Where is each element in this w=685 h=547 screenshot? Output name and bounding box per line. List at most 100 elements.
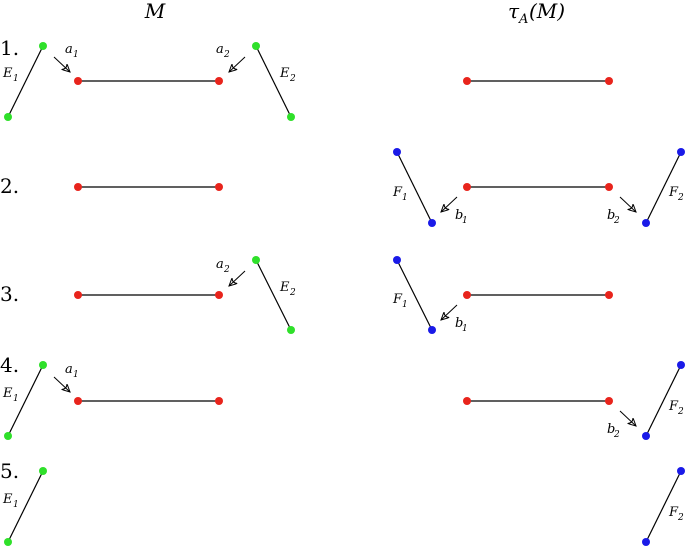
row-2-right: F 1 F 2 b 1 b 2 [392, 148, 685, 227]
row-3-left: E 2 a 2 [74, 256, 296, 334]
row-4-right: F 2 b 2 [463, 361, 685, 440]
label-F2: F 2 [668, 505, 684, 523]
vertex-red [605, 397, 613, 405]
label-b1: b 1 [455, 316, 468, 334]
svg-text:b: b [455, 208, 463, 223]
label-E1: E 1 [2, 492, 19, 510]
vertex-red [74, 77, 82, 85]
svg-text:1: 1 [73, 50, 79, 60]
vertex-red [463, 397, 471, 405]
vertex-green [4, 432, 12, 440]
svg-text:F: F [392, 292, 403, 307]
svg-text:1: 1 [402, 300, 408, 310]
edge-E1 [7, 45, 44, 118]
vertex-blue [642, 219, 650, 227]
label-E1: E 1 [2, 66, 19, 84]
svg-text:1: 1 [402, 193, 408, 203]
arrow-a2 [229, 270, 246, 286]
svg-text:1: 1 [462, 216, 468, 226]
arrow-a1 [53, 376, 70, 392]
vertex-green [39, 361, 47, 369]
svg-text:2: 2 [677, 407, 684, 417]
vertex-blue [677, 148, 685, 156]
heading-right-tau: τ [508, 0, 520, 23]
vertex-red [215, 291, 223, 299]
vertex-blue [677, 467, 685, 475]
arrow-a2 [229, 56, 246, 72]
svg-text:2: 2 [223, 50, 230, 60]
edge-E1 [7, 470, 44, 543]
label-E2: E 2 [279, 66, 296, 84]
svg-text:E: E [2, 492, 13, 507]
vertex-red [215, 397, 223, 405]
label-E1: E 1 [2, 386, 19, 404]
label-F1: F 1 [392, 185, 408, 203]
vertex-red [605, 183, 613, 191]
svg-text:E: E [2, 386, 13, 401]
svg-text:F: F [392, 185, 403, 200]
row-1-right [463, 77, 613, 85]
svg-text:E: E [279, 280, 290, 295]
label-E2: E 2 [279, 280, 296, 298]
row-5-left: E 1 [2, 467, 47, 546]
vertex-blue [642, 432, 650, 440]
row-2-left [74, 183, 223, 191]
svg-text:2: 2 [677, 193, 684, 203]
label-F2: F 2 [668, 185, 684, 203]
vertex-blue [677, 361, 685, 369]
vertex-red [605, 77, 613, 85]
label-a2: a 2 [216, 257, 230, 275]
edge-F2 [645, 364, 682, 437]
edge-F2 [645, 470, 682, 543]
svg-text:a: a [216, 42, 224, 57]
svg-text:1: 1 [462, 324, 468, 334]
vertex-red [463, 291, 471, 299]
vertex-red [463, 183, 471, 191]
vertex-blue [642, 538, 650, 546]
row-3-right: F 1 b 1 [392, 256, 613, 334]
row-1-left: E 1 E 2 a 1 a 2 [2, 42, 296, 121]
vertex-blue [428, 219, 436, 227]
label-a1: a 1 [65, 362, 79, 380]
label-b2: b 2 [607, 422, 620, 440]
edge-E1 [7, 364, 44, 437]
svg-text:1: 1 [13, 74, 19, 84]
edge-F2 [645, 151, 682, 224]
svg-text:1: 1 [13, 500, 19, 510]
edge-F1 [396, 259, 433, 331]
heading-right-sub: A [518, 12, 528, 27]
svg-text:2: 2 [613, 216, 620, 226]
vertex-red [74, 291, 82, 299]
arrow-b2 [619, 196, 636, 212]
label-F1: F 1 [392, 292, 408, 310]
row-4-left: E 1 a 1 [2, 361, 223, 440]
svg-text:a: a [65, 362, 73, 377]
heading-right-rest: (M) [529, 0, 565, 23]
row-number-2: 2. [0, 174, 19, 198]
vertex-red [605, 291, 613, 299]
heading-right: τ A (M) [508, 0, 565, 27]
svg-text:F: F [668, 505, 679, 520]
vertex-blue [428, 326, 436, 334]
label-a2: a 2 [216, 42, 230, 60]
row-5-right: F 2 [642, 467, 685, 546]
vertex-green [252, 256, 260, 264]
svg-text:E: E [2, 66, 13, 81]
arrow-a1 [53, 56, 70, 72]
svg-text:1: 1 [13, 394, 19, 404]
label-b1: b 1 [455, 208, 468, 226]
edge-E2 [255, 45, 292, 118]
svg-text:2: 2 [289, 74, 296, 84]
edge-E2 [255, 259, 292, 331]
row-number-3: 3. [0, 282, 19, 306]
vertex-green [4, 538, 12, 546]
svg-text:1: 1 [73, 370, 79, 380]
svg-text:E: E [279, 66, 290, 81]
svg-text:b: b [455, 316, 463, 331]
row-number-4: 4. [0, 353, 19, 377]
svg-text:a: a [216, 257, 224, 272]
svg-text:2: 2 [289, 288, 296, 298]
arrow-b1 [441, 196, 458, 212]
vertex-green [4, 113, 12, 121]
